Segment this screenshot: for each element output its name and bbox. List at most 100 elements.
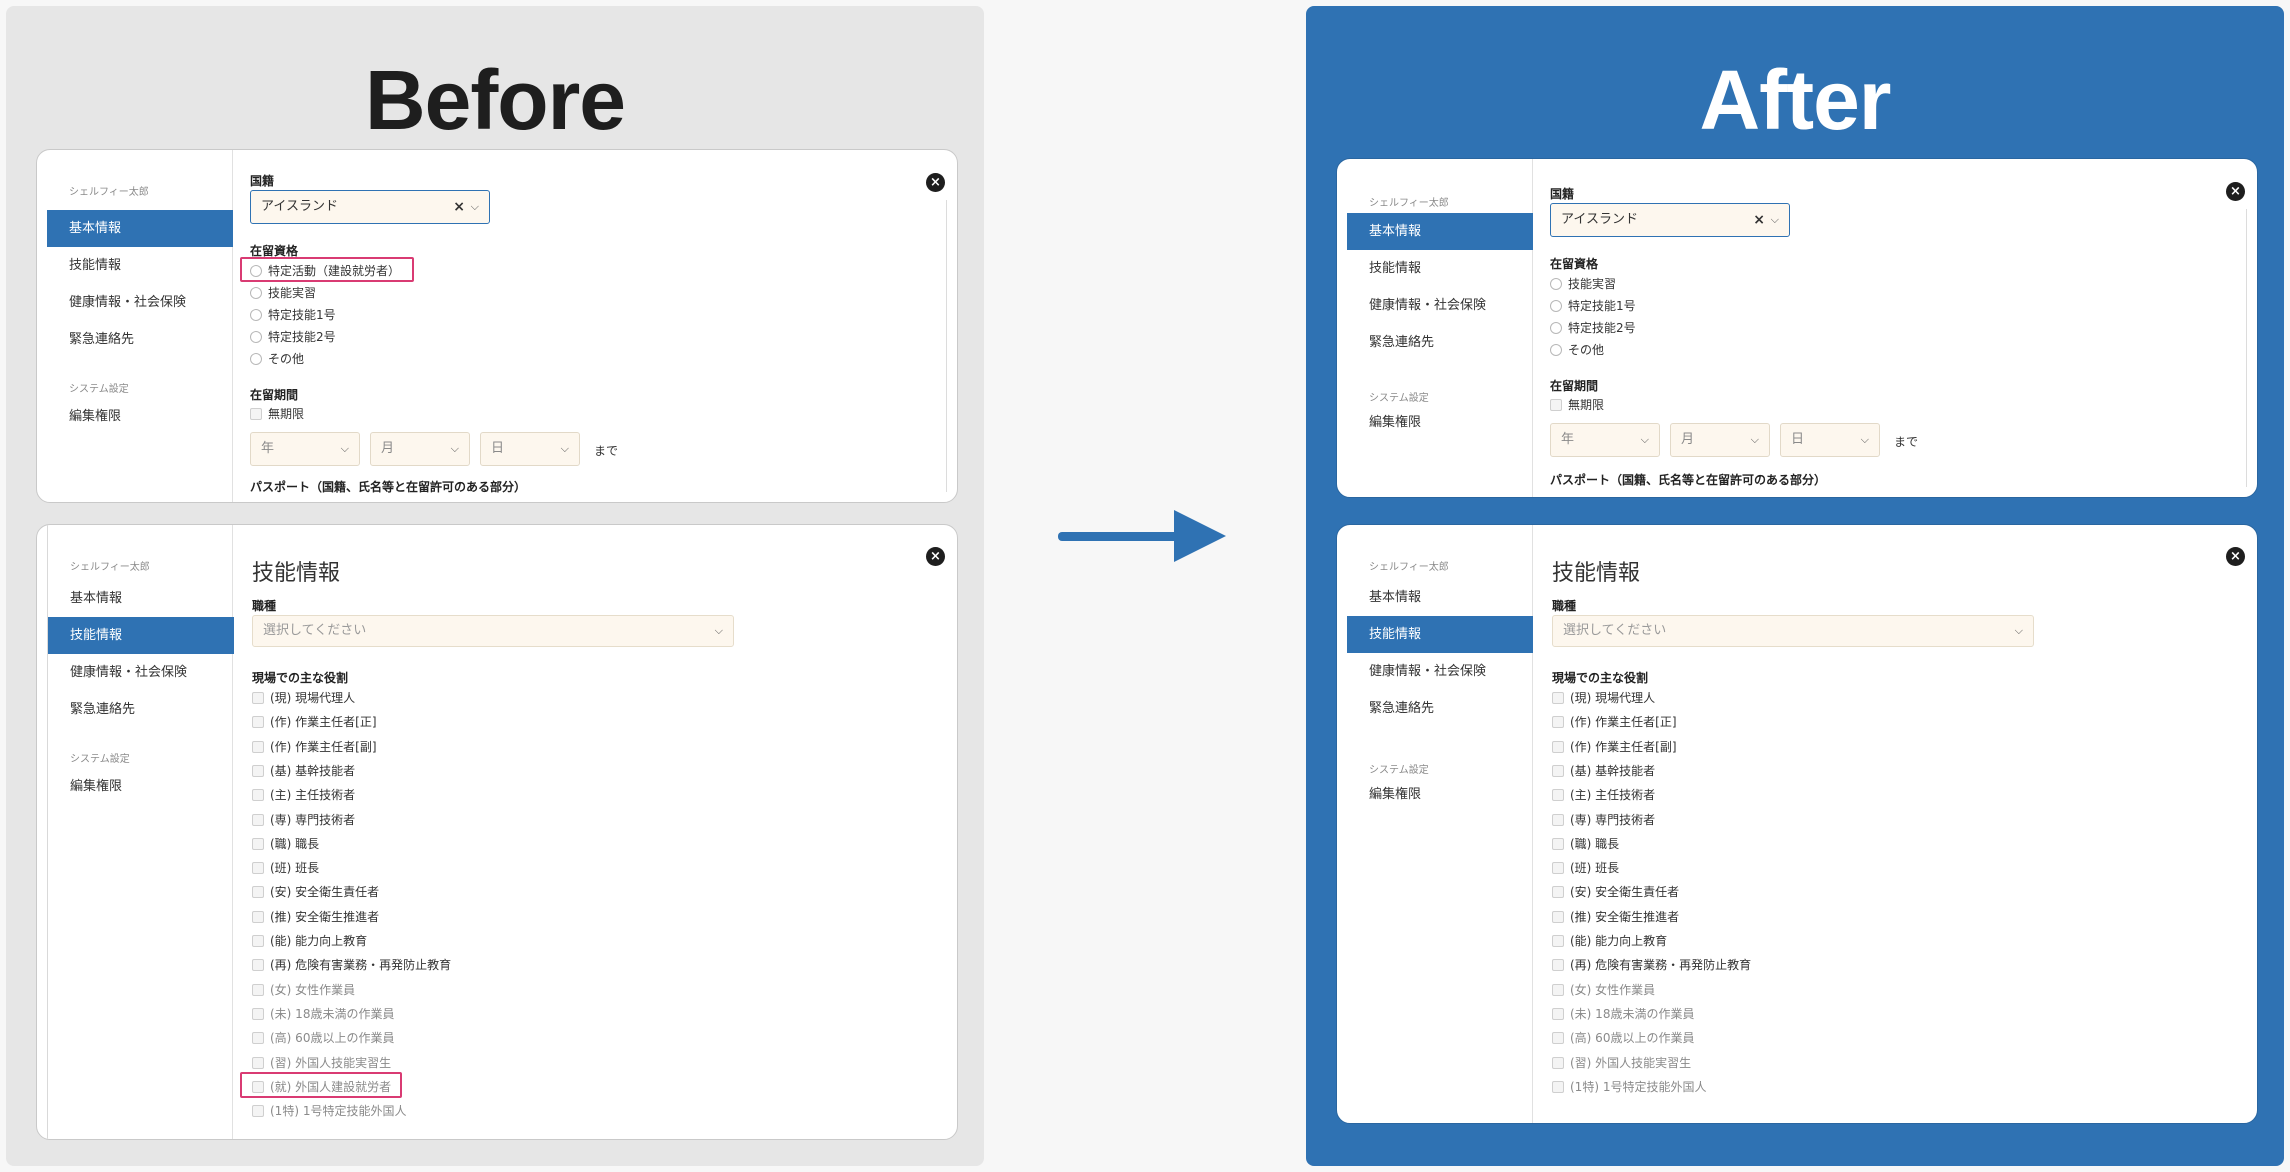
role-checkbox[interactable]: (安) 安全衛生責任者 bbox=[1552, 883, 1679, 900]
day-value: 日 bbox=[1791, 432, 1805, 447]
sidebar-item-health-insurance[interactable]: 健康情報・社会保険 bbox=[70, 665, 188, 680]
status-option[interactable]: 特定技能2号 bbox=[1550, 319, 1636, 336]
role-checkbox[interactable]: (1特) 1号特定技能外国人 bbox=[252, 1102, 406, 1119]
nationality-label: 国籍 bbox=[250, 174, 275, 188]
role-checkbox[interactable]: (再) 危険有害業務・再発防止教育 bbox=[252, 956, 451, 973]
checkbox-icon bbox=[1552, 959, 1564, 972]
sidebar-item-skill-info[interactable]: 技能情報 bbox=[1369, 261, 1422, 276]
sidebar-item-emergency-contact[interactable]: 緊急連絡先 bbox=[70, 702, 136, 717]
role-checkbox[interactable]: (現) 現場代理人 bbox=[252, 689, 355, 706]
role-checkbox[interactable]: (能) 能力向上教育 bbox=[252, 932, 367, 949]
close-icon[interactable]: × bbox=[2226, 547, 2245, 566]
status-option[interactable]: 技能実習 bbox=[1550, 275, 1616, 292]
role-checkbox[interactable]: (高) 60歳以上の作業員 bbox=[1552, 1029, 1694, 1046]
status-option[interactable]: 特定活動（建設就労者） bbox=[250, 262, 400, 279]
close-icon[interactable]: × bbox=[926, 173, 945, 192]
status-option[interactable]: その他 bbox=[250, 350, 304, 367]
role-checkbox[interactable]: (班) 班長 bbox=[1552, 859, 1619, 876]
status-option[interactable]: 技能実習 bbox=[250, 284, 316, 301]
role-checkbox[interactable]: (基) 基幹技能者 bbox=[252, 762, 355, 779]
role-checkbox[interactable]: (安) 安全衛生責任者 bbox=[252, 883, 379, 900]
checkbox-icon bbox=[1552, 837, 1564, 850]
sidebar-item-skill-info[interactable]: 技能情報 bbox=[69, 258, 122, 273]
job-select[interactable]: 選択してください⌵ bbox=[252, 615, 734, 647]
month-select[interactable]: 月⌵ bbox=[370, 432, 470, 466]
sidebar-item-health-insurance[interactable]: 健康情報・社会保険 bbox=[69, 295, 187, 310]
sidebar-item-basic-info[interactable]: 基本情報 bbox=[47, 210, 233, 247]
sidebar-item-edit-permissions[interactable]: 編集権限 bbox=[70, 779, 123, 794]
close-icon[interactable]: × bbox=[926, 547, 945, 566]
role-checkbox[interactable]: (作) 作業主任者[副] bbox=[1552, 738, 1677, 755]
sidebar-item-skill-info[interactable]: 技能情報 bbox=[1347, 616, 1533, 653]
role-checkbox[interactable]: (基) 基幹技能者 bbox=[1552, 762, 1655, 779]
unlimited-checkbox[interactable]: 無期限 bbox=[250, 405, 304, 422]
sidebar-item-basic-info[interactable]: 基本情報 bbox=[1369, 590, 1422, 605]
status-option-label: その他 bbox=[1568, 343, 1605, 357]
role-checkbox[interactable]: (未) 18歳未満の作業員 bbox=[1552, 1005, 1694, 1022]
radio-icon bbox=[250, 353, 262, 365]
role-checkbox[interactable]: (習) 外国人技能実習生 bbox=[1552, 1054, 1691, 1071]
status-option[interactable]: 特定技能1号 bbox=[1550, 297, 1636, 314]
highlight-box bbox=[240, 1071, 402, 1098]
role-checkbox[interactable]: (推) 安全衛生推進者 bbox=[1552, 908, 1679, 925]
role-checkbox[interactable]: (主) 主任技術者 bbox=[252, 786, 355, 803]
checkbox-icon bbox=[252, 1105, 264, 1118]
role-checkbox[interactable]: (1特) 1号特定技能外国人 bbox=[1552, 1078, 1706, 1095]
clear-icon[interactable]: × bbox=[453, 199, 465, 215]
role-checkbox[interactable]: (現) 現場代理人 bbox=[1552, 689, 1655, 706]
role-checkbox[interactable]: (女) 女性作業員 bbox=[252, 981, 355, 998]
role-checkbox[interactable]: (習) 外国人技能実習生 bbox=[252, 1054, 391, 1071]
role-checkbox[interactable]: (再) 危険有害業務・再発防止教育 bbox=[1552, 956, 1751, 973]
scrollbar[interactable] bbox=[946, 200, 947, 492]
status-option[interactable]: 特定技能1号 bbox=[250, 306, 336, 323]
role-checkbox[interactable]: (作) 作業主任者[正] bbox=[1552, 713, 1677, 730]
status-option[interactable]: 特定技能2号 bbox=[250, 328, 336, 345]
role-checkbox[interactable]: (作) 作業主任者[正] bbox=[252, 713, 377, 730]
month-select[interactable]: 月⌵ bbox=[1670, 423, 1770, 457]
role-label: (職) 職長 bbox=[1570, 836, 1620, 851]
role-checkbox[interactable]: (女) 女性作業員 bbox=[1552, 981, 1655, 998]
sidebar-item-emergency-contact[interactable]: 緊急連絡先 bbox=[1369, 701, 1435, 716]
role-checkbox[interactable]: (班) 班長 bbox=[252, 859, 319, 876]
sidebar-item-emergency-contact[interactable]: 緊急連絡先 bbox=[1369, 335, 1435, 350]
year-select[interactable]: 年⌵ bbox=[1550, 423, 1660, 457]
status-option[interactable]: その他 bbox=[1550, 341, 1604, 358]
role-checkbox[interactable]: (職) 職長 bbox=[252, 835, 319, 852]
role-checkbox[interactable]: (未) 18歳未満の作業員 bbox=[252, 1005, 394, 1022]
sidebar-item-emergency-contact[interactable]: 緊急連絡先 bbox=[69, 332, 135, 347]
checkbox-icon bbox=[1552, 1007, 1564, 1020]
job-select[interactable]: 選択してください⌵ bbox=[1552, 615, 2034, 647]
clear-icon[interactable]: × bbox=[1753, 212, 1765, 228]
sidebar-item-edit-permissions[interactable]: 編集権限 bbox=[1369, 787, 1422, 802]
sidebar-item-health-insurance[interactable]: 健康情報・社会保険 bbox=[1369, 664, 1487, 679]
role-checkbox[interactable]: (作) 作業主任者[副] bbox=[252, 738, 377, 755]
role-checkbox[interactable]: (専) 専門技術者 bbox=[1552, 811, 1655, 828]
unlimited-checkbox[interactable]: 無期限 bbox=[1550, 396, 1604, 413]
sidebar-item-basic-info[interactable]: 基本情報 bbox=[1347, 213, 1533, 250]
sidebar-item-basic-info[interactable]: 基本情報 bbox=[70, 591, 123, 606]
role-checkbox[interactable]: (能) 能力向上教育 bbox=[1552, 932, 1667, 949]
role-checkbox[interactable]: (専) 専門技術者 bbox=[252, 811, 355, 828]
status-option-label: 技能実習 bbox=[1568, 277, 1617, 291]
after-heading: After bbox=[1699, 53, 1891, 147]
page-title: 技能情報 bbox=[1552, 561, 1641, 586]
sidebar-item-edit-permissions[interactable]: 編集権限 bbox=[69, 409, 122, 424]
form-content: 技能情報 職種 選択してください⌵ 現場での主な役割 (現) 現場代理人(作) … bbox=[240, 525, 957, 1139]
role-checkbox[interactable]: (就) 外国人建設就労者 bbox=[252, 1078, 391, 1095]
sidebar-item-health-insurance[interactable]: 健康情報・社会保険 bbox=[1369, 298, 1487, 313]
role-checkbox[interactable]: (職) 職長 bbox=[1552, 835, 1619, 852]
role-checkbox[interactable]: (推) 安全衛生推進者 bbox=[252, 908, 379, 925]
role-checkbox[interactable]: (主) 主任技術者 bbox=[1552, 786, 1655, 803]
year-select[interactable]: 年⌵ bbox=[250, 432, 360, 466]
close-icon[interactable]: × bbox=[2226, 182, 2245, 201]
day-select[interactable]: 日⌵ bbox=[1780, 423, 1880, 457]
job-label: 職種 bbox=[252, 599, 277, 613]
sidebar-item-edit-permissions[interactable]: 編集権限 bbox=[1369, 415, 1422, 430]
nationality-select[interactable]: アイスランド × ⌵ bbox=[1550, 203, 1790, 237]
role-checkbox[interactable]: (高) 60歳以上の作業員 bbox=[252, 1029, 394, 1046]
scrollbar[interactable] bbox=[2246, 209, 2247, 487]
day-select[interactable]: 日⌵ bbox=[480, 432, 580, 466]
nationality-select[interactable]: アイスランド × ⌵ bbox=[250, 190, 490, 224]
status-option-label: 特定活動（建設就労者） bbox=[268, 264, 401, 278]
sidebar-item-skill-info[interactable]: 技能情報 bbox=[48, 617, 234, 654]
